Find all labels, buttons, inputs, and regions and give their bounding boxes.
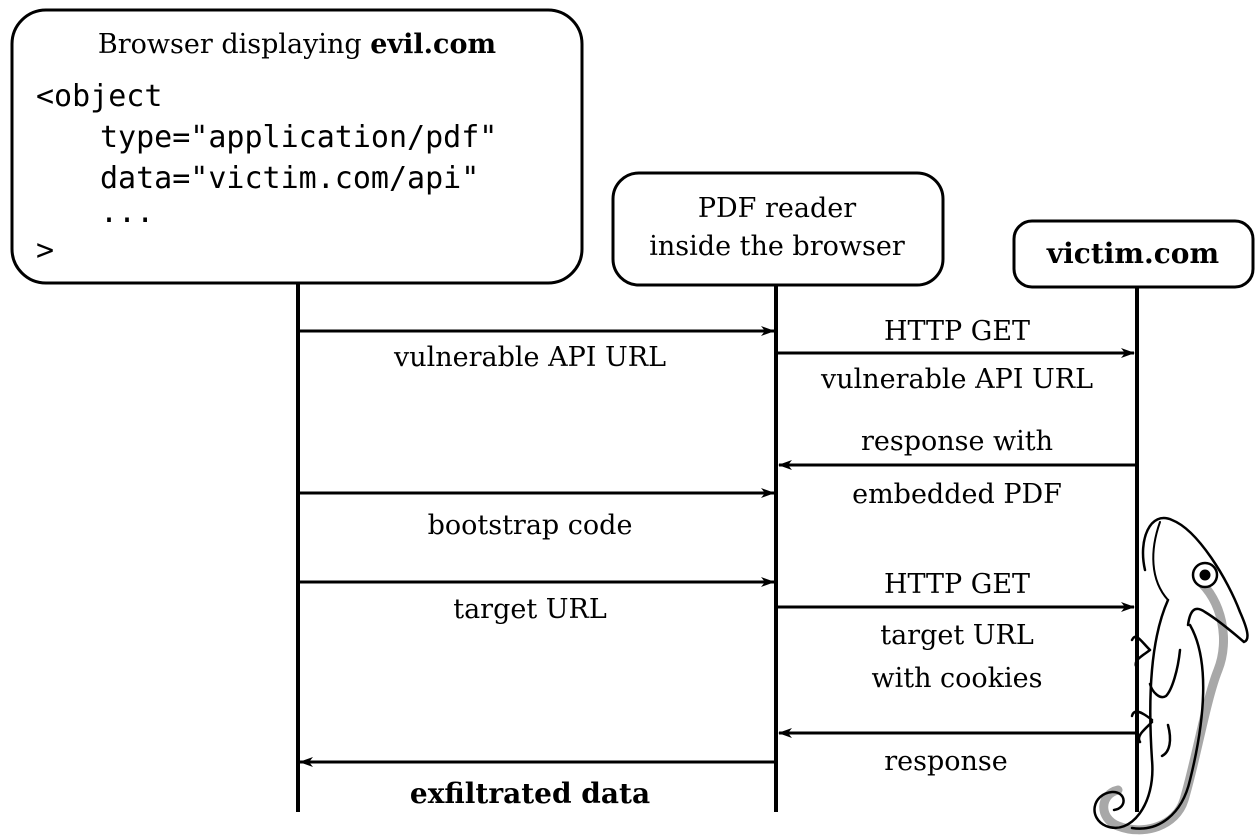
message-label-api-url: vulnerable API URL: [393, 342, 666, 373]
code-line-4: ...: [100, 195, 154, 230]
code-line-1: <object: [36, 79, 162, 114]
message-label-with-cookies: with cookies: [871, 663, 1042, 694]
message-label-response: response: [884, 746, 1008, 777]
pdf-reader-participant: PDF reader inside the browser: [611, 171, 945, 287]
message-label-http-get-1-url: vulnerable API URL: [820, 364, 1093, 395]
message-label-target-url: target URL: [453, 594, 607, 625]
chameleon-icon: [1093, 516, 1249, 835]
code-line-2: type="application/pdf": [100, 120, 497, 155]
victim-label: victim.com: [1046, 237, 1219, 270]
message-label-http-get-2: HTTP GET: [884, 569, 1030, 600]
code-line-3: data="victim.com/api": [100, 161, 479, 196]
message-label-http-get-2-url: target URL: [880, 620, 1034, 651]
pdf-reader-label-line2: inside the browser: [649, 231, 905, 262]
message-label-embedded-pdf: embedded PDF: [852, 479, 1062, 510]
browser-participant: Browser displaying evil.com <object type…: [10, 8, 584, 285]
message-label-bootstrap: bootstrap code: [428, 510, 633, 541]
pdf-reader-label-line1: PDF reader: [698, 193, 856, 224]
code-line-5: >: [36, 233, 54, 268]
victim-participant: victim.com: [1012, 219, 1255, 289]
message-label-exfiltrated: exfiltrated data: [410, 777, 650, 810]
message-label-http-get-1: HTTP GET: [884, 316, 1030, 347]
message-label-response-with: response with: [861, 426, 1053, 457]
browser-title: Browser displaying evil.com: [98, 29, 496, 60]
